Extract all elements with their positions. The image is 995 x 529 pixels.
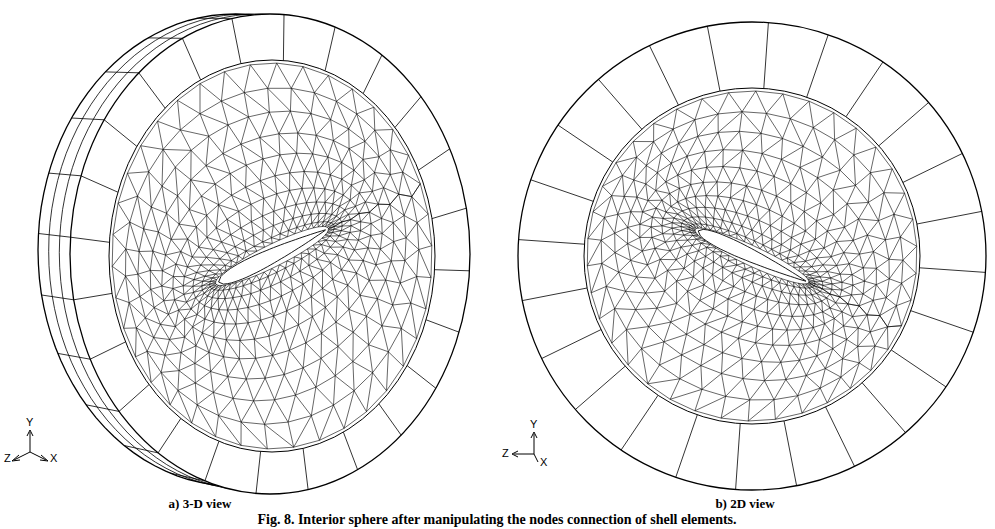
mesh-lines bbox=[112, 63, 432, 449]
subfigure-label: a) 3-D view bbox=[169, 497, 232, 511]
axis-line bbox=[30, 432, 31, 452]
axis-label: Y bbox=[530, 418, 537, 430]
axis-line bbox=[14, 452, 30, 460]
mesh-lines bbox=[587, 91, 916, 421]
axis-line bbox=[534, 454, 538, 462]
axis-line bbox=[514, 454, 534, 455]
axis-line bbox=[30, 452, 46, 460]
axis-label: X bbox=[50, 452, 57, 464]
axis-arrow bbox=[531, 432, 537, 438]
interface-ellipse bbox=[109, 60, 435, 452]
axis-arrow bbox=[12, 455, 20, 461]
interface-circle bbox=[584, 88, 920, 424]
figure-caption: Fig. 8. Interior sphere after manipulati… bbox=[257, 512, 736, 527]
axis-arrow bbox=[27, 430, 33, 436]
subfigure-label: b) 2D view bbox=[715, 497, 774, 511]
mesh-3d-view bbox=[38, 14, 470, 494]
axis-label: Y bbox=[26, 416, 33, 428]
front-outer-boundary bbox=[70, 14, 470, 494]
mesh-2d-view bbox=[518, 22, 986, 490]
airfoil bbox=[219, 230, 326, 284]
airfoil bbox=[698, 229, 806, 281]
axis-triad bbox=[12, 430, 538, 462]
axis-label: Z bbox=[502, 447, 509, 459]
outer-ring-divisions bbox=[519, 23, 986, 490]
outer-ring-divisions bbox=[71, 15, 470, 494]
axis-label: X bbox=[540, 456, 547, 468]
axis-label: Z bbox=[4, 452, 11, 464]
axis-arrow bbox=[512, 451, 518, 457]
axis-arrow bbox=[40, 455, 48, 461]
axis-line bbox=[534, 434, 535, 454]
outer-boundary bbox=[518, 22, 986, 490]
